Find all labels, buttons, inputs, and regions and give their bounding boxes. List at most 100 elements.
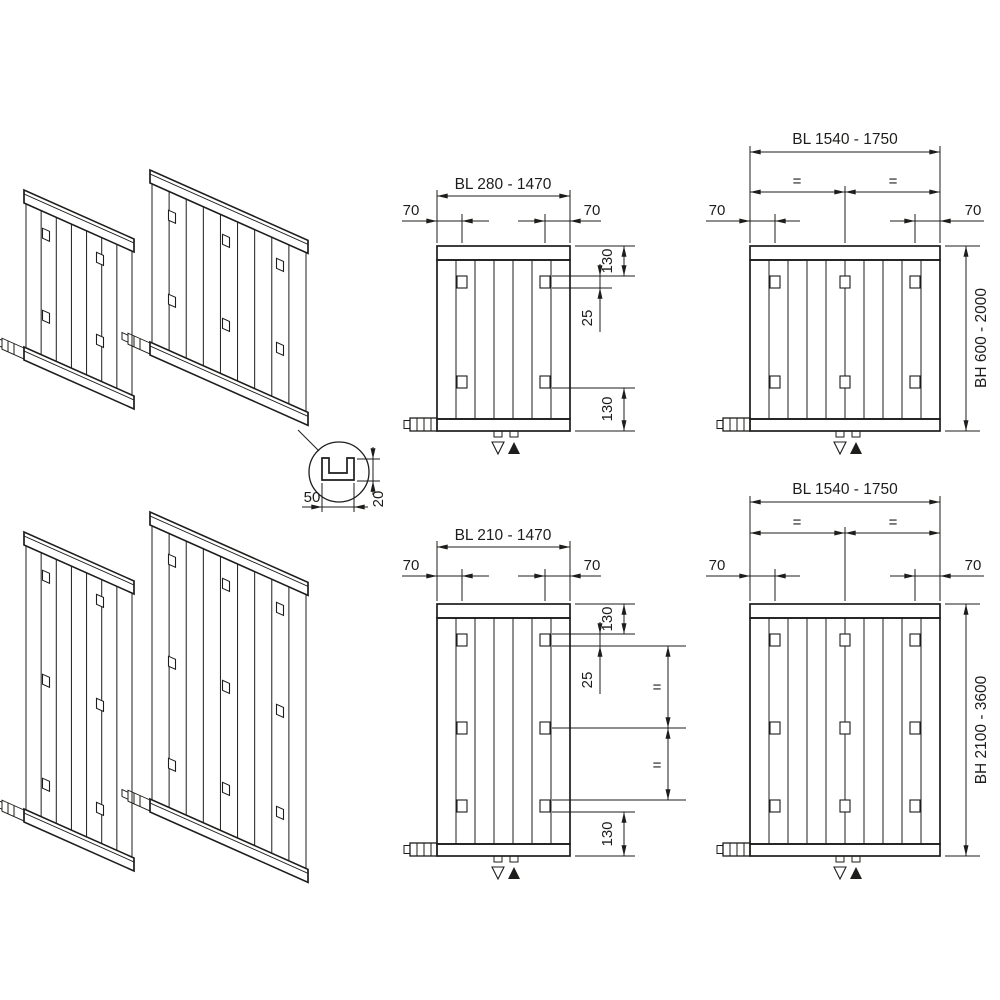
dim-label-offset-right: 70 (584, 557, 601, 574)
detail-callout: 50 20 (297, 429, 387, 512)
slats (40, 210, 118, 389)
pipe-stub (509, 855, 519, 863)
pipe-stub (493, 430, 503, 438)
dim-label-profile-depth: 20 (370, 491, 387, 508)
mounting-bracket (41, 569, 51, 585)
dim-label-offset-left: 70 (709, 557, 726, 574)
mounting-bracket (275, 601, 285, 617)
valve-fitting (121, 788, 151, 812)
dim-label-bl: BL 210 - 1470 (455, 527, 552, 544)
mounting-bracket (167, 655, 177, 671)
return-triangle-icon (833, 866, 847, 881)
rail-edge-line (24, 350, 134, 401)
top-header-bar (436, 245, 571, 261)
top-header-bar (749, 603, 941, 619)
mounting-bracket (839, 799, 851, 813)
supply-triangle-icon (508, 442, 520, 454)
mounting-bracket (275, 257, 285, 273)
dim-label-equal-right: = (889, 514, 898, 531)
mounting-bracket (839, 275, 851, 289)
mounting-bracket (456, 275, 468, 289)
front-view-bottom-small: BL 210 - 1470 70 70 130 25 = = (402, 527, 686, 881)
valve-fitting (121, 331, 151, 355)
mounting-bracket (221, 781, 231, 797)
dim-label-bl: BL 1540 - 1750 (792, 131, 898, 148)
dim-label-bh: BH 600 - 2000 (973, 288, 990, 388)
dim-label-equal-right: = (889, 173, 898, 190)
rail-edge-line (24, 812, 134, 863)
supply-triangle-icon (850, 867, 862, 879)
mounting-bracket (275, 805, 285, 821)
supply-triangle-icon (508, 867, 520, 879)
mounting-bracket (41, 777, 51, 793)
mounting-brackets (456, 633, 551, 813)
dim-label-offset-right: 70 (965, 557, 982, 574)
front-view-top-small: BL 280 - 1470 70 70 130 25 130 (402, 176, 635, 456)
mounting-bracket (167, 553, 177, 569)
dim-label-profile-width: 50 (304, 489, 321, 506)
isometric-pair-tall (0, 510, 309, 884)
mounting-bracket (275, 341, 285, 357)
dim-label-offset-left: 70 (403, 557, 420, 574)
radiator-panel (716, 245, 941, 456)
mounting-bracket (456, 799, 468, 813)
mounting-bracket (769, 633, 781, 647)
pipe-stub (493, 855, 503, 863)
u-profile-section (321, 457, 355, 481)
top-header-bar (436, 603, 571, 619)
dim-label-bracket: 25 (579, 672, 596, 689)
pipe-stub (509, 430, 519, 438)
valve-fitting (716, 417, 751, 432)
top-header-bar (749, 245, 941, 261)
valve-fitting (403, 842, 438, 857)
mounting-bracket (539, 275, 551, 289)
mounting-bracket (909, 799, 921, 813)
isometric-pair-short (0, 168, 309, 427)
isometric-radiator-large-tall (121, 510, 309, 884)
dim-label-equal-upper: = (653, 679, 662, 696)
bottom-header-bar (436, 418, 571, 432)
valve-fitting (0, 336, 25, 360)
valve-fitting (716, 842, 751, 857)
return-triangle-icon (491, 866, 505, 881)
mounting-bracket (95, 697, 105, 713)
mounting-bracket (95, 333, 105, 349)
dimensions: BL 210 - 1470 70 70 130 25 = = (402, 527, 686, 857)
mounting-brackets (456, 275, 551, 389)
mounting-bracket (769, 799, 781, 813)
mounting-bracket (909, 721, 921, 735)
mounting-bracket (839, 375, 851, 389)
mounting-brackets (769, 275, 921, 389)
mounting-brackets (769, 633, 921, 813)
mounting-bracket (41, 309, 51, 325)
mounting-bracket (167, 757, 177, 773)
dim-label-spacing-top: 130 (599, 606, 616, 631)
mounting-bracket (769, 721, 781, 735)
rail-edge-line (150, 515, 308, 587)
bottom-header-bar (749, 843, 941, 857)
radiator-panel (403, 245, 571, 456)
isometric-radiator-large (121, 168, 309, 427)
mounting-bracket (95, 251, 105, 267)
rail-edge-line (150, 345, 308, 417)
mounting-bracket (769, 375, 781, 389)
bottom-rail (149, 797, 309, 884)
top-rail (23, 530, 135, 596)
dim-label-offset-right: 70 (584, 202, 601, 219)
slats (455, 260, 552, 419)
bottom-header-bar (436, 843, 571, 857)
dim-label-bl: BL 280 - 1470 (455, 176, 552, 193)
mounting-bracket (539, 375, 551, 389)
mounting-bracket (221, 679, 231, 695)
mounting-bracket (456, 721, 468, 735)
dimensions: BL 1540 - 1750 = = 70 70 BH 600 - 2000 (706, 131, 990, 432)
pipe-stub (835, 855, 845, 863)
mounting-brackets (167, 209, 285, 357)
slat-area (25, 545, 133, 858)
mounting-bracket (909, 275, 921, 289)
dim-label-equal-left: = (793, 514, 802, 531)
dim-label-offset-left: 70 (403, 202, 420, 219)
dimensions: BL 280 - 1470 70 70 130 25 130 (402, 176, 635, 432)
